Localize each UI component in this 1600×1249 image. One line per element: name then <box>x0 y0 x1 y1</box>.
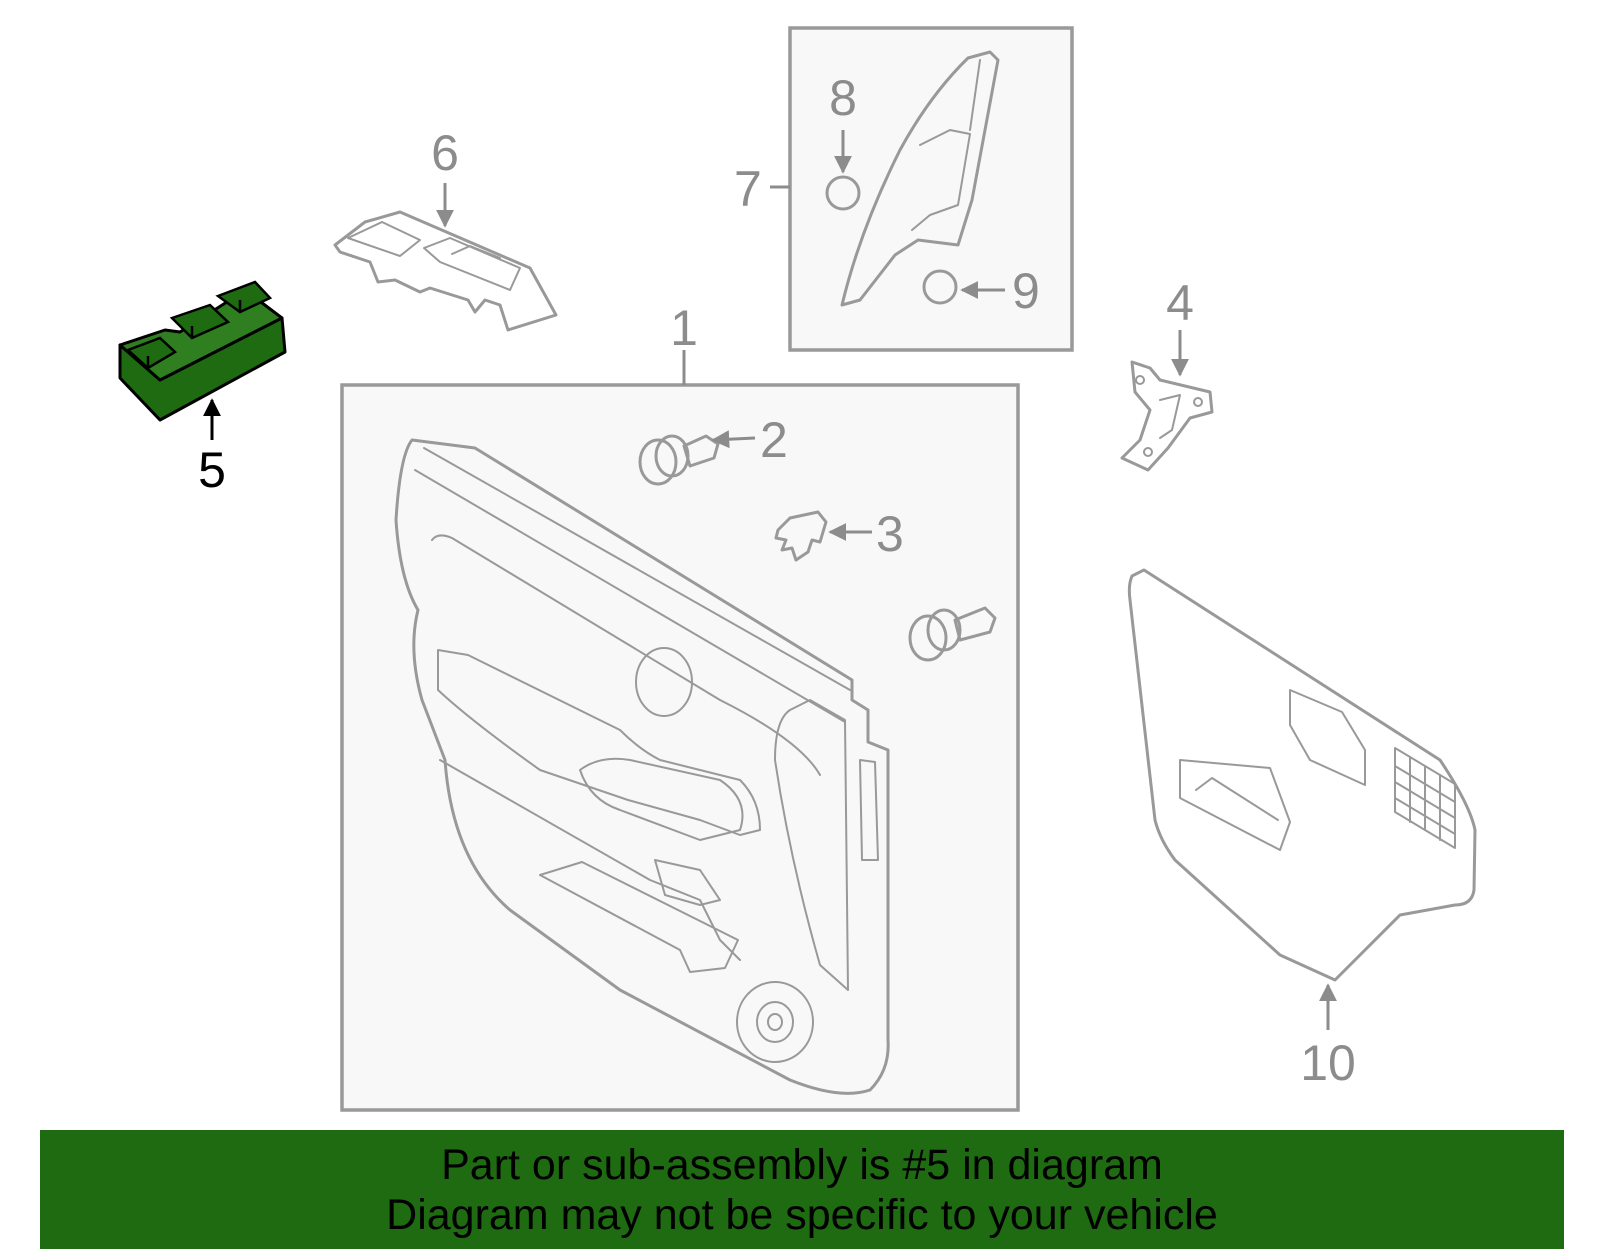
part-4-bracket[interactable] <box>1120 360 1214 472</box>
part-info-banner: Part or sub-assembly is #5 in diagram Di… <box>40 1130 1564 1249</box>
callout-9: 9 <box>1012 263 1040 319</box>
callout-3: 3 <box>876 506 904 562</box>
banner-line-2: Diagram may not be specific to your vehi… <box>386 1190 1218 1239</box>
part-1-door-trim-panel[interactable] <box>394 438 890 1095</box>
part-7-inner-handle-cover[interactable] <box>840 50 1000 307</box>
door-panel-box <box>340 383 1020 1112</box>
part-3-retainer-clip[interactable] <box>774 510 828 562</box>
part-10-insulator[interactable] <box>1127 568 1477 982</box>
part-5-window-switch[interactable] <box>118 280 287 422</box>
callout-6: 6 <box>431 125 459 181</box>
callout-4: 4 <box>1166 275 1194 331</box>
part-9-plug[interactable] <box>922 269 958 305</box>
banner-line-1: Part or sub-assembly is #5 in diagram <box>441 1140 1163 1189</box>
fastener-clip[interactable] <box>908 606 997 662</box>
callout-5: 5 <box>198 442 226 498</box>
part-8-plug[interactable] <box>825 175 861 211</box>
callout-2: 2 <box>760 412 788 468</box>
callout-8: 8 <box>829 70 857 126</box>
callout-1: 1 <box>670 300 698 356</box>
part-2-leader <box>711 430 756 449</box>
part-6-switch-bezel[interactable] <box>333 210 558 332</box>
callout-7: 7 <box>734 161 762 217</box>
callout-10: 10 <box>1300 1035 1356 1091</box>
part-2-clip[interactable] <box>638 434 720 486</box>
handle-cover-box <box>788 26 1074 352</box>
